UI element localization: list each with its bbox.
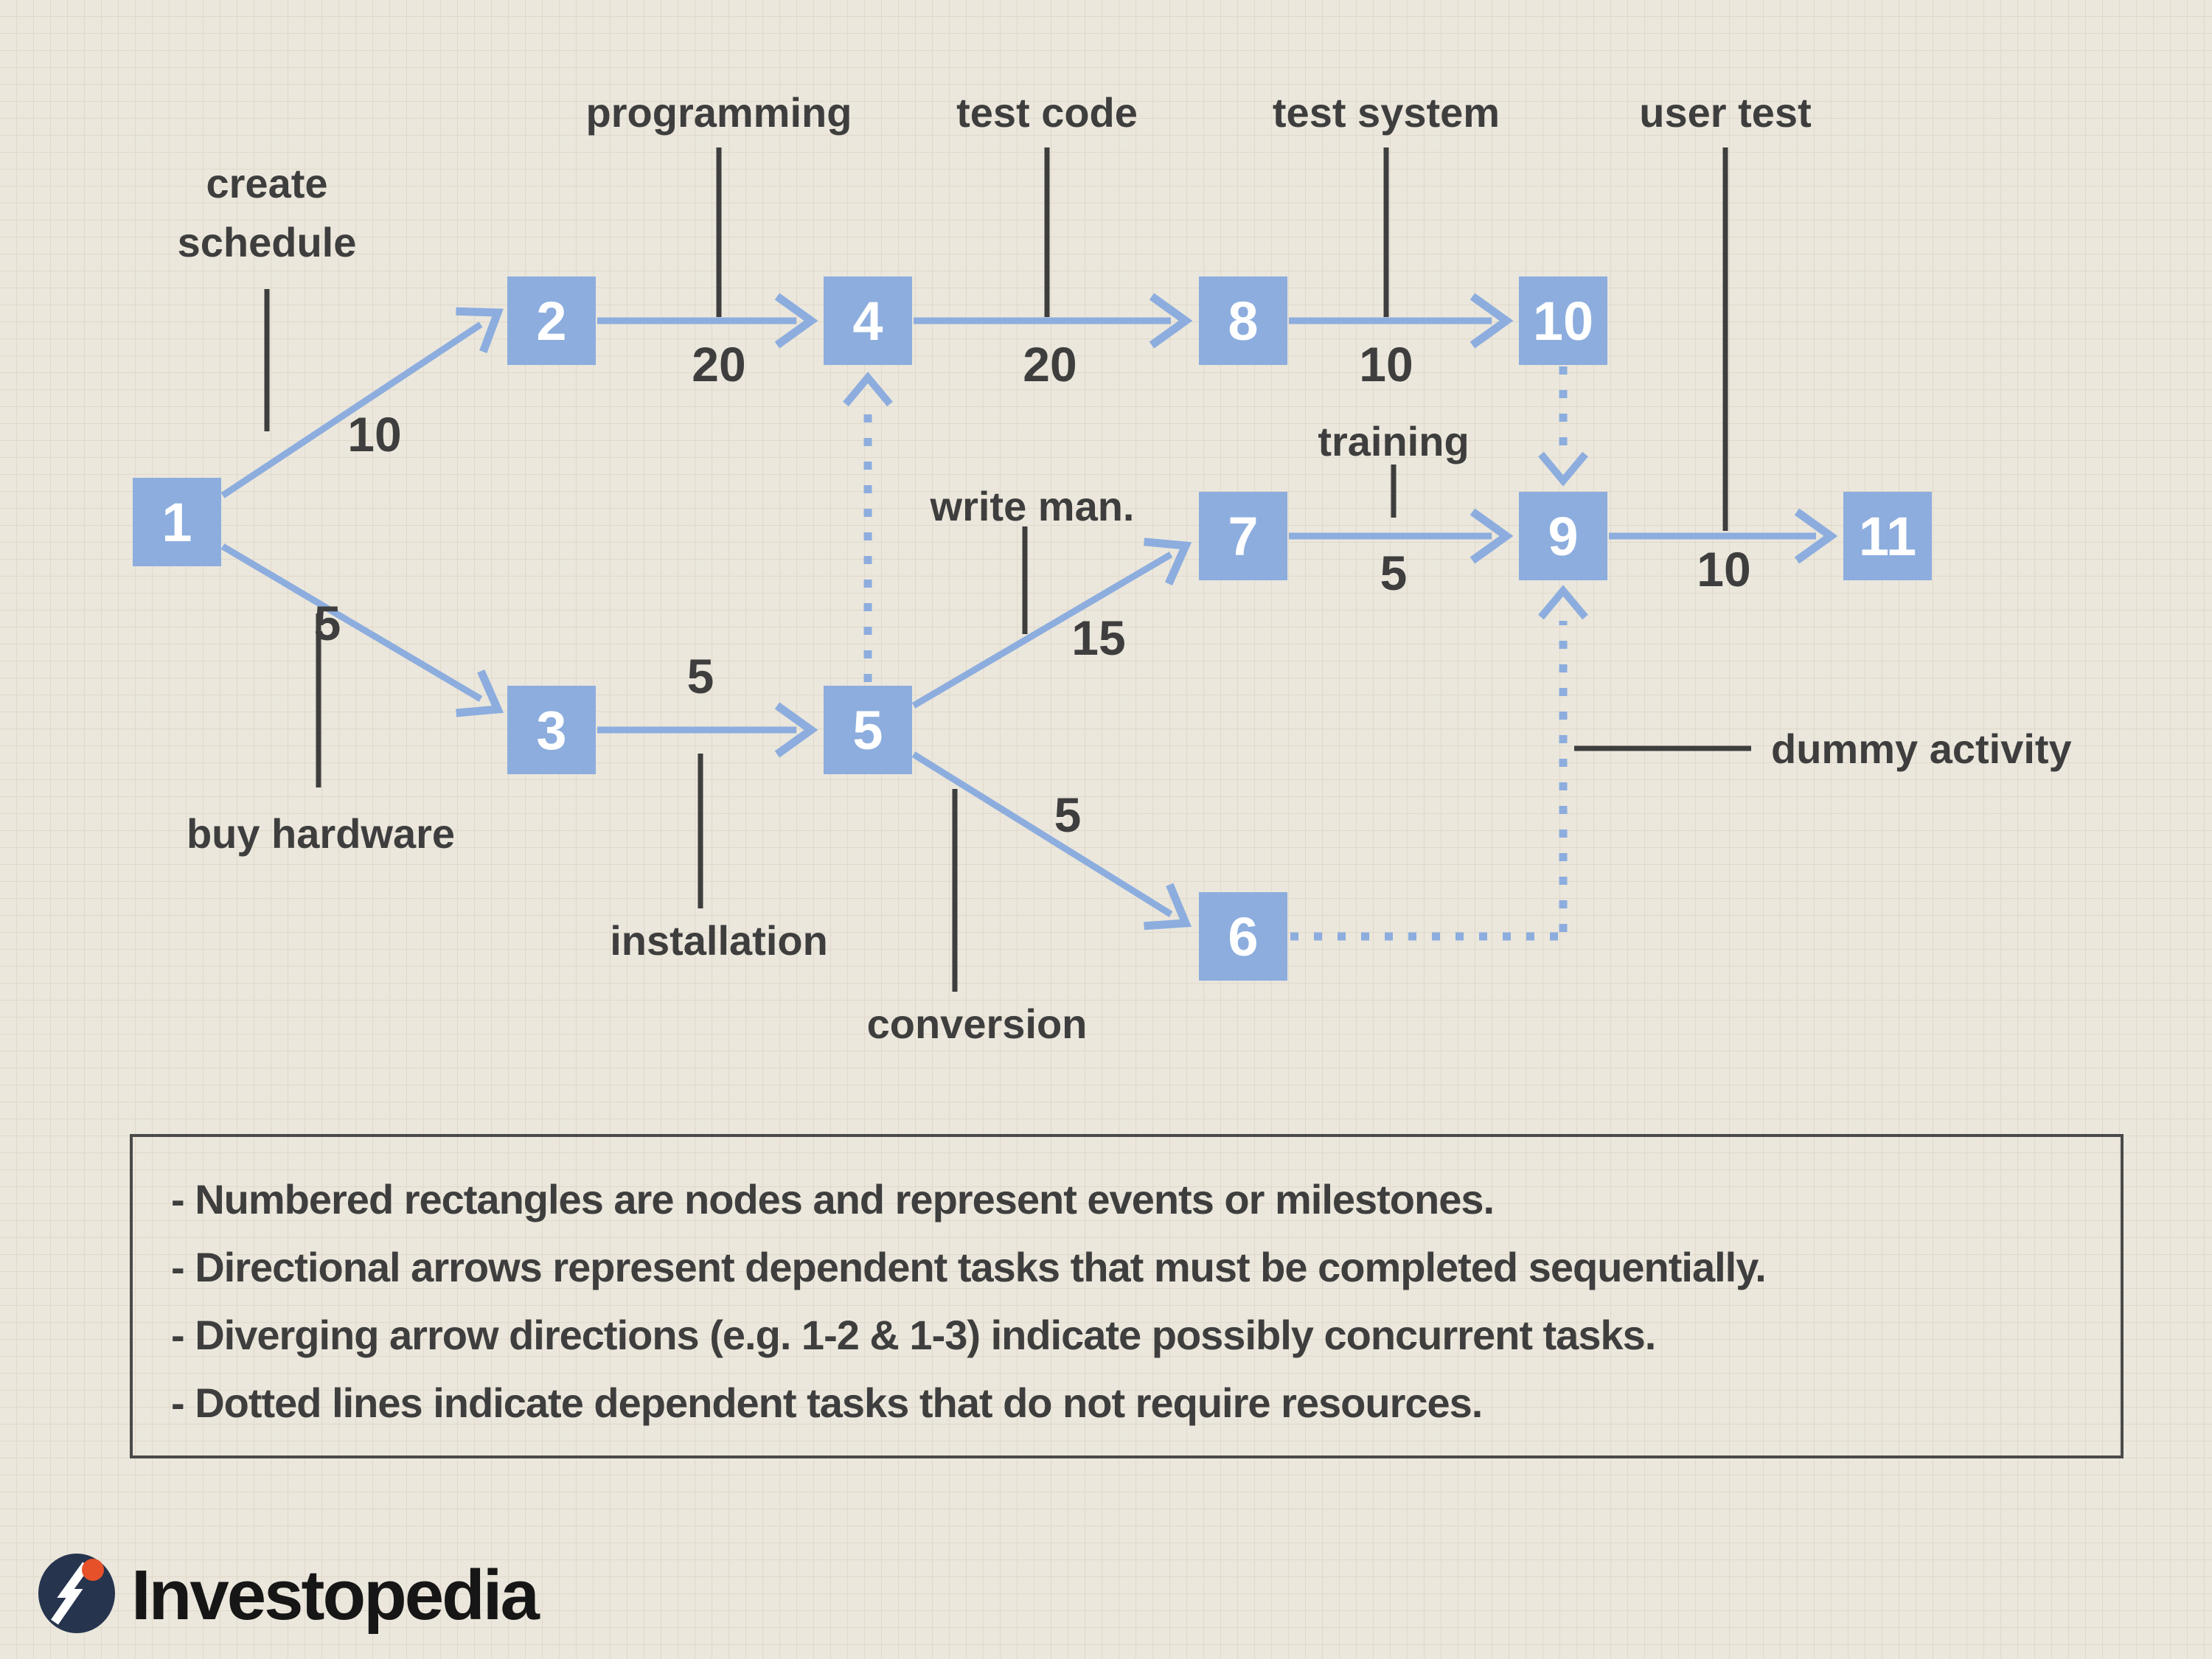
node-5: 5 <box>824 686 912 774</box>
legend-item-nodes: - Numbered rectangles are nodes and repr… <box>171 1176 1494 1222</box>
svg-text:11: 11 <box>1859 506 1916 567</box>
label-create-schedule-line1: create <box>206 160 327 206</box>
label-conversion: conversion <box>867 1001 1088 1047</box>
svg-text:1: 1 <box>161 492 192 553</box>
arrow-4-8 <box>914 293 1193 349</box>
label-training: training <box>1318 418 1469 465</box>
node-7: 7 <box>1199 492 1287 580</box>
arrow-5-7 <box>911 538 1192 709</box>
node-2: 2 <box>507 276 596 365</box>
legend-box: - Numbered rectangles are nodes and repr… <box>130 1134 2124 1458</box>
investopedia-logo: Investopedia <box>38 1554 542 1635</box>
logo-dot-icon <box>82 1559 104 1581</box>
node-4: 4 <box>824 276 912 365</box>
arrow-9-11 <box>1609 508 1838 564</box>
duration-1-3: 5 <box>314 596 341 650</box>
duration-9-11: 10 <box>1697 542 1750 597</box>
arrow-1-3 <box>220 543 504 717</box>
label-installation: installation <box>610 917 828 964</box>
label-programming: programming <box>586 89 852 136</box>
svg-text:5: 5 <box>852 700 883 761</box>
dotted-arrow-10-9 <box>1538 366 1588 487</box>
arrow-2-4 <box>597 293 818 349</box>
node-8: 8 <box>1199 276 1287 365</box>
arrow-3-5 <box>597 702 818 758</box>
legend-item-diverging: - Diverging arrow directions (e.g. 1-2 &… <box>171 1312 1655 1358</box>
duration-1-2: 10 <box>347 407 401 462</box>
node-10: 10 <box>1519 276 1607 365</box>
duration-3-5: 5 <box>687 649 714 703</box>
svg-text:4: 4 <box>852 291 883 352</box>
label-dummy-activity: dummy activity <box>1771 726 2072 772</box>
svg-text:7: 7 <box>1228 506 1258 567</box>
legend-item-dotted: - Dotted lines indicate dependent tasks … <box>171 1380 1482 1426</box>
svg-text:3: 3 <box>536 700 566 761</box>
dotted-arrow-6-9 <box>1290 585 1588 941</box>
svg-text:6: 6 <box>1228 906 1258 967</box>
node-1: 1 <box>133 478 221 566</box>
svg-text:9: 9 <box>1548 506 1578 567</box>
arrow-5-6 <box>911 751 1192 931</box>
duration-5-7: 15 <box>1071 611 1125 665</box>
svg-text:2: 2 <box>536 291 566 352</box>
node-11: 11 <box>1843 492 1932 580</box>
node-6: 6 <box>1199 892 1287 981</box>
node-3: 3 <box>507 686 596 774</box>
duration-7-9: 5 <box>1380 546 1408 600</box>
duration-8-10: 10 <box>1359 337 1413 392</box>
label-buy-hardware: buy hardware <box>187 810 455 857</box>
arrow-1-2 <box>220 307 504 498</box>
legend-item-arrows: - Directional arrows represent dependent… <box>171 1244 1766 1290</box>
label-test-system: test system <box>1273 89 1500 136</box>
label-user-test: user test <box>1639 89 1811 136</box>
brand-wordmark: Investopedia <box>131 1556 540 1635</box>
label-write-manual: write man. <box>930 483 1135 529</box>
duration-5-6: 5 <box>1054 787 1082 842</box>
duration-4-8: 20 <box>1023 337 1077 392</box>
svg-text:10: 10 <box>1533 291 1593 352</box>
node-9: 9 <box>1519 492 1607 580</box>
investopedia-logo-icon <box>38 1554 115 1633</box>
svg-text:8: 8 <box>1228 291 1258 352</box>
arrow-7-9 <box>1289 508 1514 564</box>
label-create-schedule-line2: schedule <box>178 219 357 265</box>
arrow-8-10 <box>1289 293 1514 349</box>
dotted-arrow-5-4 <box>843 372 893 682</box>
duration-2-4: 20 <box>692 337 745 392</box>
label-test-code: test code <box>956 89 1138 136</box>
